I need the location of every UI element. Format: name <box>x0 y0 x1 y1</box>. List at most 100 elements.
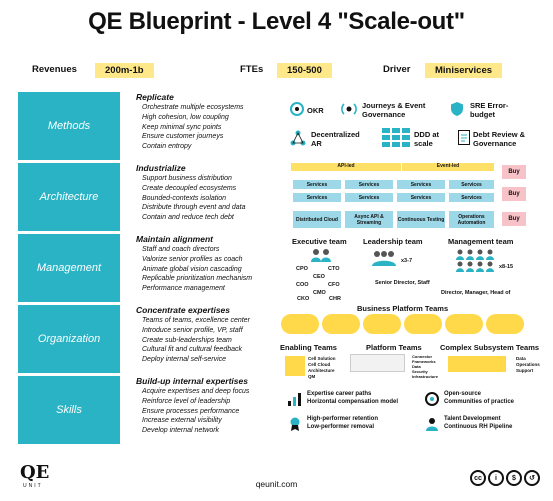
row-side-organization: Organization <box>18 305 120 373</box>
service-box: Services <box>397 180 445 189</box>
row-item: Staff and coach directors <box>142 246 220 253</box>
platform-item: Data <box>412 364 421 369</box>
row-item: Animate global vision cascading <box>142 265 242 273</box>
network-icon <box>290 130 306 151</box>
row-organization: Organization Concentrate expertises Team… <box>18 305 282 373</box>
exec-team-title: Executive team <box>292 237 347 246</box>
team-oval <box>281 314 319 334</box>
row-side-architecture: Architecture <box>18 163 120 231</box>
enabling-item: Cell Cloud <box>308 362 331 367</box>
exec-role: CTO <box>328 266 340 272</box>
row-item: Introduce senior profile, VP, staff <box>142 326 243 334</box>
complex-item: Operations <box>516 362 540 367</box>
exec-role: CFO <box>328 282 340 288</box>
removal-label: Low-performer removal <box>307 424 375 430</box>
row-item: Bounded-contexts isolation <box>142 194 227 202</box>
service-box: Services <box>397 193 445 202</box>
platform-item: Connector <box>412 354 432 359</box>
retention-label: High-performer retention <box>307 416 379 422</box>
team-oval <box>404 314 442 334</box>
platform-item: Infrastructure <box>412 374 439 379</box>
enabling-title: Enabling Teams <box>280 343 337 352</box>
ftes-label: FTEs <box>240 64 264 75</box>
row-item: Replicable prioritization mechanism <box>142 275 253 283</box>
row-item: Orchestrate multiple ecosystems <box>142 104 244 111</box>
logo: QE <box>20 462 50 483</box>
operations-automation-box: Operations Automation <box>449 211 494 228</box>
service-box: Services <box>293 180 341 189</box>
row-item: Deploy internal self-service <box>142 356 227 364</box>
row-item: Distribute through event and data <box>142 204 246 212</box>
row-item: Contain entropy <box>142 143 192 151</box>
platform-box <box>350 354 405 372</box>
enabling-box <box>285 356 305 376</box>
talent-label: Talent Development <box>444 416 501 422</box>
compensation-label: Horizontal compensation model <box>307 399 399 405</box>
person-icon <box>425 417 439 436</box>
row-methods: Methods Replicate Orchestrate multiple e… <box>18 92 282 160</box>
management-count: x8-15 <box>499 264 514 270</box>
page-title: QE Blueprint - Level 4 "Scale-out" <box>88 8 465 35</box>
row-title: Build-up internal expertises <box>136 376 248 386</box>
sa-icon: ↺ <box>524 470 540 486</box>
row-item: Create decoupled ecosystems <box>142 184 237 192</box>
complex-item: Support <box>516 368 534 373</box>
row-side-methods: Methods <box>18 92 120 160</box>
debt-label: Debt Review & Governance <box>473 130 526 148</box>
row-item: Support business distribution <box>142 175 232 182</box>
okr-label: OKR <box>307 106 324 115</box>
row-skills: Skills Build-up internal expertises Acqu… <box>18 376 282 444</box>
row-item: Teams of teams, excellence center <box>142 317 250 324</box>
opensource-label: Open-source <box>444 391 482 397</box>
continuous-testing-box: Continuous Testing <box>397 211 445 228</box>
career-icon <box>288 392 302 411</box>
team-oval <box>445 314 483 334</box>
team-oval <box>322 314 360 334</box>
cc-icon: cc <box>470 470 486 486</box>
row-item: Reinforce level of leadership <box>142 397 231 405</box>
communities-label: Communities of practice <box>444 399 515 405</box>
ddd-label: DDD at scale <box>414 130 440 148</box>
exec-role: CPO <box>296 266 308 272</box>
leadership-team-title: Leadership team <box>363 237 423 246</box>
row-title: Replicate <box>136 92 174 102</box>
row-management: Management Maintain alignment Staff and … <box>18 234 282 302</box>
row-item: High cohesion, low coupling <box>142 113 229 121</box>
buy-box: Buy <box>502 165 526 179</box>
service-box: Services <box>293 193 341 202</box>
sre-label: SRE Error-budget <box>470 101 509 119</box>
by-icon: i <box>488 470 504 486</box>
driver-label: Driver <box>383 64 411 75</box>
revenues-label: Revenues <box>32 64 77 75</box>
team-oval <box>363 314 401 334</box>
distributed-cloud-box: Distributed Cloud <box>293 211 341 228</box>
broadcast-icon <box>340 101 358 122</box>
ftes-value: 150-500 <box>277 63 332 78</box>
exec-role: CHR <box>329 296 341 302</box>
row-item: Increase external visibility <box>142 417 222 425</box>
platform-item: Frameworks <box>412 359 436 364</box>
row-item: Performance management <box>142 285 225 293</box>
row-item: Contain and reduce tech debt <box>142 214 234 222</box>
target-icon <box>290 102 304 121</box>
decentralized-label: Decentralized AR <box>311 130 360 148</box>
management-sub: Director, Manager, Head of <box>441 290 511 296</box>
leadership-count: x3-7 <box>401 258 413 264</box>
enabling-item: Cell Solution <box>308 356 336 361</box>
buy-box: Buy <box>502 212 526 226</box>
async-api-box: Async API & Streaming <box>345 211 393 228</box>
team-oval <box>486 314 524 334</box>
row-title: Industrialize <box>136 163 186 173</box>
journeys-label: Journeys & Event Governance <box>362 101 426 119</box>
enabling-item: QM <box>308 374 316 379</box>
row-side-management: Management <box>18 234 120 302</box>
exec-role: CKO <box>297 296 310 302</box>
pipeline-label: Continuous RH Pipeline <box>444 424 513 430</box>
row-item: Keep minimal sync points <box>142 123 222 131</box>
exec-role: CEO <box>313 274 325 280</box>
exec-role: COO <box>296 282 309 288</box>
grid-icon <box>382 128 410 153</box>
row-item: Ensure processes performance <box>142 407 240 415</box>
platform-item: Security <box>412 369 428 374</box>
footer-url[interactable]: qeunit.com <box>255 479 298 489</box>
